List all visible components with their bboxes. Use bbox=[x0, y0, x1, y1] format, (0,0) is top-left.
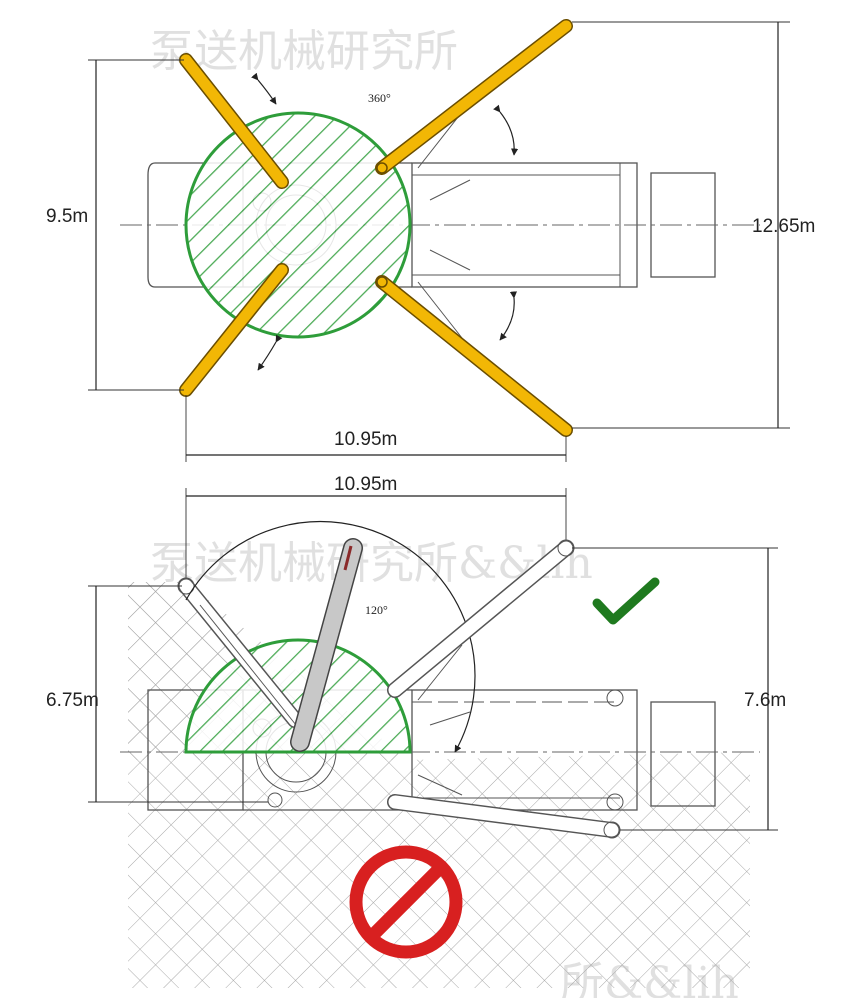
rotation-arrow-3 bbox=[493, 104, 519, 156]
outrigger-bottom-rear-retracted bbox=[388, 795, 619, 837]
rear-frame-bottom bbox=[411, 689, 638, 811]
rotation-arrow-1 bbox=[251, 72, 277, 105]
rotation-arrow-2 bbox=[257, 334, 283, 371]
dim-label-9-5m: 9.5m bbox=[46, 206, 88, 227]
bottom-view: 10.95m 120° bbox=[46, 474, 786, 988]
prohibited-icon bbox=[349, 845, 463, 959]
top-view: 360° 9.5m 10.95m 12.65m bbox=[46, 19, 815, 462]
slew-zone-360 bbox=[184, 111, 412, 339]
check-icon bbox=[592, 577, 660, 625]
rotation-label-top: 360° bbox=[368, 91, 391, 105]
dim-label-7-6m: 7.6m bbox=[744, 690, 786, 711]
outrigger-rear-left bbox=[180, 264, 288, 396]
rotation-arrow-4 bbox=[499, 291, 518, 341]
dim-label-12-65m: 12.65m bbox=[752, 216, 815, 237]
rotation-arc-120 bbox=[185, 520, 476, 753]
outrigger-bottom-rear-up bbox=[388, 541, 573, 697]
outrigger-front-right bbox=[376, 20, 572, 174]
dim-label-6-75m: 6.75m bbox=[46, 690, 99, 711]
slew-zone-half bbox=[184, 638, 412, 754]
outrigger-front-left bbox=[180, 54, 288, 188]
rotating-boom bbox=[291, 539, 362, 751]
outrigger-bottom-front-left bbox=[179, 579, 302, 727]
dim-label-10-95m-bottom: 10.95m bbox=[334, 474, 397, 495]
outrigger-rear-right bbox=[376, 276, 572, 436]
rotation-label-bottom: 120° bbox=[365, 603, 388, 617]
cab-block-bottom bbox=[650, 701, 716, 807]
dim-label-10-95m-top: 10.95m bbox=[334, 429, 397, 450]
